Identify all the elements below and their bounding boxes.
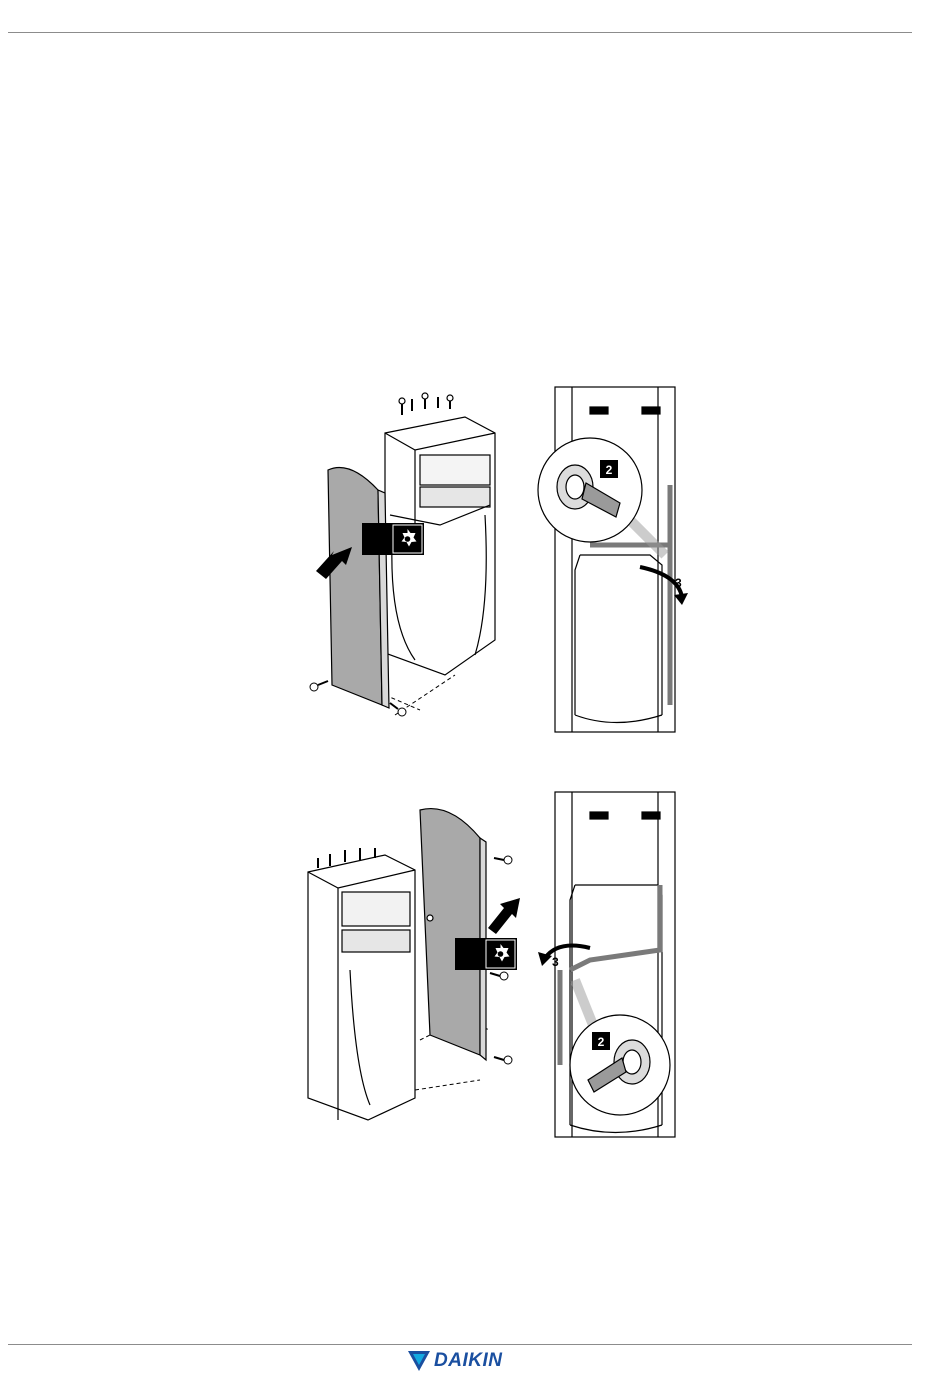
daikin-logo: DAIKIN <box>408 1350 518 1372</box>
step-3-label: 3 <box>552 955 559 969</box>
step-2-label: 2 <box>606 463 613 477</box>
torx-screwdriver-icon <box>362 523 424 555</box>
side-panel <box>328 468 389 709</box>
rear-view-drawing <box>555 387 675 732</box>
illustration-b: 3 2 <box>290 780 710 1150</box>
side-panel <box>420 809 486 1060</box>
torx-screwdriver-icon <box>455 938 517 970</box>
daikin-mark-icon <box>408 1351 430 1371</box>
footer-rule <box>8 1344 912 1345</box>
logo-text: DAIKIN <box>434 1350 502 1372</box>
push-arrow-icon <box>488 898 520 934</box>
illustration-a: 2 3 <box>290 375 710 745</box>
header-rule <box>8 32 912 33</box>
indoor-unit-drawing <box>308 848 415 1120</box>
step-3-label: 3 <box>675 576 682 590</box>
step-2-label: 2 <box>598 1035 605 1049</box>
figure-remove-side-panel: 2 3 <box>290 375 710 745</box>
figure-refit-side-panel: 3 2 <box>290 780 710 1150</box>
